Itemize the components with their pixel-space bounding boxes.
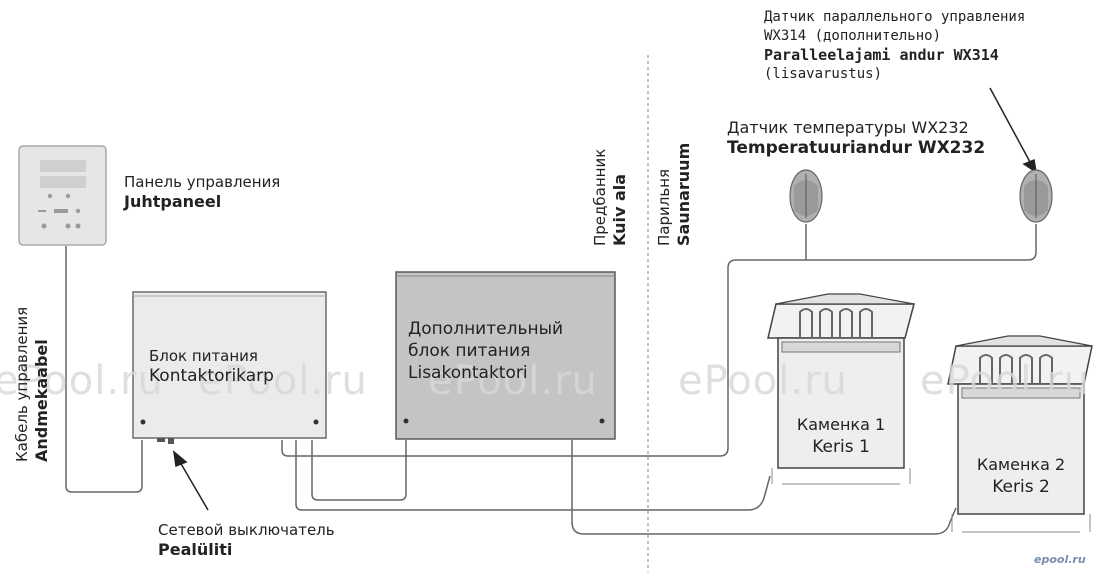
parallel-sensor-label: Датчик параллельного управления WX314 (д… — [764, 9, 1026, 82]
heater-2-device — [947, 335, 1093, 533]
temp-sensor-label: Датчик температуры WX232 Temperatuuriand… — [727, 118, 986, 158]
sauna-room-label: Парильня Saunaruum — [655, 142, 693, 246]
temp-sensor-device — [789, 169, 823, 223]
brand-logo: epool.ru — [1034, 553, 1086, 566]
watermark: ePool.ru — [0, 358, 164, 404]
mains-switch-label: Сетевой выключатель Pealüliti — [158, 521, 335, 559]
sensor-cable — [281, 224, 1037, 457]
heater-1-wire — [295, 440, 771, 511]
watermark: ePool.ru — [428, 358, 598, 404]
watermark: ePool.ru — [678, 358, 848, 404]
data-cable-wire — [65, 246, 143, 493]
heater-1-label: Каменка 1 Keris 1 — [796, 415, 886, 457]
dry-area-label: Предбанник Kuiv ala — [591, 148, 629, 246]
pointer-arrows — [172, 87, 1038, 511]
power-unit-box — [132, 291, 327, 444]
heater-2-label: Каменка 2 Keris 2 — [976, 455, 1066, 497]
watermark: ePool.ru — [198, 358, 368, 404]
heater-1-device — [767, 293, 915, 485]
watermark: ePool.ru — [920, 358, 1090, 404]
control-panel — [18, 145, 107, 246]
data-cable-label: Кабель управления Andmekaabel — [13, 306, 51, 462]
control-panel-label: Панель управления Juhtpaneel — [124, 173, 281, 211]
parallel-sensor-device — [1019, 169, 1053, 223]
extra-power-unit-label: Дополнительный блок питания Lisakontakto… — [408, 319, 564, 383]
power-unit-label: Блок питания Kontaktorikarp — [149, 347, 274, 386]
heater-2-wire — [571, 440, 957, 535]
wires — [65, 224, 1037, 535]
extra-power-unit-box — [395, 271, 616, 440]
link-wire-extra-unit — [311, 440, 407, 501]
